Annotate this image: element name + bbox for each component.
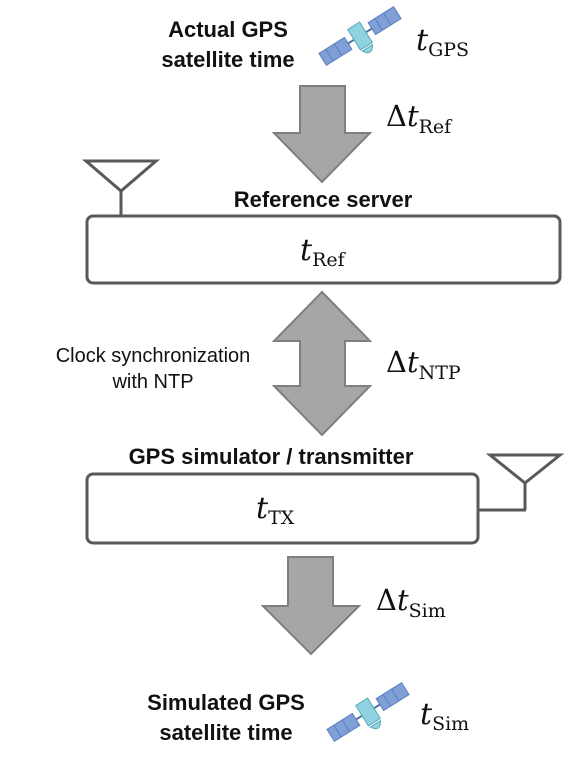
t-tx-variable: tTX [256, 491, 295, 529]
satellite-icon [318, 6, 402, 66]
satellite-icon-bottom [326, 682, 410, 742]
sync-double-arrow [271, 290, 373, 437]
sync-label-line2: with NTP [111, 371, 193, 393]
delta-sim-subscript: Sim [409, 600, 446, 622]
t-tx-subscript: TX [268, 507, 295, 529]
down-arrow-sim [260, 556, 362, 656]
t-sim-subscript: Sim [432, 713, 469, 735]
delta-ntp-subscript: NTP [419, 362, 461, 384]
t-gps-subscript: GPS [428, 39, 469, 61]
svg-text:tGPS: tGPS [416, 23, 469, 61]
delta-ref-t: t [407, 99, 419, 133]
transmitter-title: GPS simulator / transmitter [129, 444, 414, 469]
t-gps-variable: tGPS [416, 23, 469, 61]
delta-ref-subscript: Ref [419, 116, 454, 138]
antenna-icon [81, 159, 161, 216]
actual-gps-label-line2: satellite time [161, 47, 294, 72]
svg-text:ΔtRef: ΔtRef [386, 99, 453, 138]
t-sim-symbol: t [420, 697, 433, 732]
transmitter-antenna-icon [478, 453, 565, 512]
t-sim-variable: tSim [420, 697, 469, 735]
delta-t-sim-label: ΔtSim [376, 583, 446, 622]
delta-ntp-t: t [407, 345, 419, 379]
delta-ntp-symbol: Δ [386, 345, 407, 379]
svg-text:tTX: tTX [256, 491, 295, 529]
svg-text:ΔtNTP: ΔtNTP [386, 345, 461, 384]
delta-sim-t: t [397, 583, 409, 617]
delta-t-ref-label: ΔtRef [386, 99, 453, 138]
delta-t-ntp-label: ΔtNTP [386, 345, 461, 384]
t-ref-variable: tRef [300, 233, 347, 271]
down-arrow-ref [271, 85, 373, 184]
delta-sim-symbol: Δ [376, 583, 397, 617]
delta-ref-symbol: Δ [386, 99, 407, 133]
svg-text:tRef: tRef [300, 233, 347, 271]
reference-server-box [85, 214, 562, 285]
simulated-gps-label-line1: Simulated GPS [147, 690, 305, 715]
reference-server-title: Reference server [234, 187, 413, 212]
svg-text:ΔtSim: ΔtSim [376, 583, 446, 622]
t-ref-symbol: t [300, 233, 313, 268]
t-tx-symbol: t [256, 491, 269, 526]
svg-text:tSim: tSim [420, 697, 469, 735]
t-gps-symbol: t [416, 23, 429, 58]
sync-label-line1: Clock synchronization [56, 345, 251, 367]
t-ref-subscript: Ref [312, 249, 347, 271]
simulated-gps-label-line2: satellite time [159, 720, 292, 745]
actual-gps-label-line1: Actual GPS [168, 17, 288, 42]
